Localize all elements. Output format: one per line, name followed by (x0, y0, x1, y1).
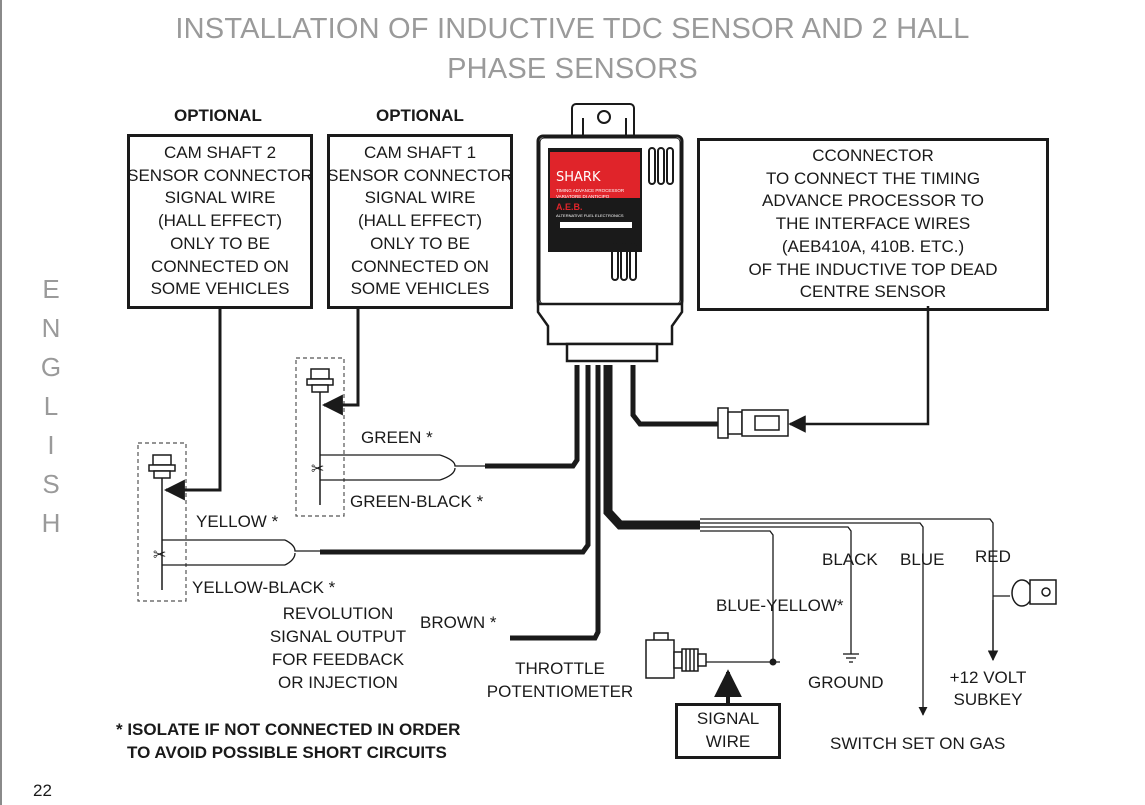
wire-label-black: BLACK (822, 550, 878, 569)
vertical-language-label: E N G L I S H (36, 270, 66, 543)
cut-scissors-icon: ✂ (311, 461, 324, 478)
wire-label-red: RED (975, 547, 1011, 566)
optional-label: OPTIONAL (376, 106, 464, 125)
box-line: CAM SHAFT 1 (363, 142, 477, 162)
box-line: CENTRE SENSOR (799, 282, 947, 302)
label-line: REVOLUTION (282, 604, 394, 623)
label-line: POTENTIOMETER (486, 682, 634, 701)
box-line: CCONNECTOR (812, 145, 934, 165)
box-line: (AEB410A, 410B. ETC.) (781, 236, 965, 256)
shark-timing-processor-device: SHARK TIMING ADVANCE PROCESSOR VARIATORE… (536, 103, 684, 363)
box-line: SOME VEHICLES (150, 279, 290, 299)
side-letter: L (43, 391, 59, 421)
page-title-line-1: INSTALLATION OF INDUCTIVE TDC SENSOR AND… (175, 13, 970, 45)
box-line: SENSOR CONNECTOR (327, 165, 513, 185)
box-line: ONLY TO BE (370, 233, 470, 253)
label-line: SUBKEY (953, 690, 1023, 709)
note-line-1: * ISOLATE IF NOT CONNECTED IN ORDER (116, 720, 461, 739)
device-logo: A.E.B. (556, 202, 583, 212)
label-line: +12 VOLT (949, 668, 1027, 687)
cam-shaft-2-box: CAM SHAFT 2 SENSOR CONNECTOR SIGNAL WIRE… (127, 134, 313, 309)
side-letter: E (42, 274, 60, 304)
side-letter: S (42, 469, 60, 499)
wire-label-brown: BROWN * (420, 613, 497, 632)
box-line: ONLY TO BE (170, 233, 270, 253)
box-line: CAM SHAFT 2 (163, 142, 277, 162)
wire-label-green-black: GREEN-BLACK * (350, 492, 484, 511)
subkey-label: +12 VOLT SUBKEY (940, 667, 1036, 711)
box-line: SIGNAL WIRE (164, 188, 276, 208)
side-letter: H (41, 508, 61, 538)
box-line: WIRE (705, 732, 751, 751)
wire-label-green: GREEN * (361, 428, 433, 447)
box-line: SIGNAL (696, 709, 760, 729)
device-subtitle: TIMING ADVANCE PROCESSOR (556, 188, 625, 193)
side-letter: G (40, 352, 62, 382)
box-line: TO CONNECT THE TIMING (765, 168, 981, 188)
label-line: SIGNAL OUTPUT (269, 627, 407, 646)
hall-sensor-2-icon (148, 454, 176, 479)
device-footer: ALTERNATIVE FUEL ELECTRONICS (556, 213, 624, 218)
optional-label: OPTIONAL (174, 106, 262, 125)
tdc-connector-icon (717, 407, 789, 439)
box-line: ADVANCE PROCESSOR TO (762, 191, 984, 211)
box-line: OF THE INDUCTIVE TOP DEAD (748, 259, 998, 279)
cam-shaft-1-box: CAM SHAFT 1 SENSOR CONNECTOR SIGNAL WIRE… (327, 134, 513, 309)
cam-sensor-2-frame (137, 442, 187, 602)
label-line: FOR FEEDBACK (271, 650, 405, 669)
box-line: (HALL EFFECT) (357, 211, 483, 231)
throttle-potentiometer-label: THROTTLE POTENTIOMETER (486, 657, 634, 703)
box-line: CONNECTED ON (151, 256, 289, 276)
box-line: SIGNAL WIRE (364, 188, 476, 208)
ground-label: GROUND (808, 673, 884, 692)
device-brand-label: SHARK (556, 170, 601, 185)
wire-label-blue: BLUE (900, 550, 945, 569)
cut-scissors-icon: ✂ (153, 547, 166, 564)
page-left-rule (0, 0, 2, 805)
note-line-2: TO AVOID POSSIBLE SHORT CIRCUITS (127, 743, 447, 762)
wire-label-blue-yellow: BLUE-YELLOW* (716, 596, 844, 615)
page-title-line-2: PHASE SENSORS (447, 53, 698, 85)
subkey-connector-icon (1011, 579, 1057, 607)
signal-wire-box: SIGNAL WIRE (675, 703, 781, 759)
box-line: SENSOR CONNECTOR (127, 165, 313, 185)
cam-sensor-1-frame (295, 357, 345, 517)
box-line: THE INTERFACE WIRES (775, 214, 971, 234)
throttle-sensor-icon (645, 632, 707, 679)
wire-label-yellow: YELLOW * (196, 512, 279, 531)
label-line: OR INJECTION (278, 673, 398, 692)
device-subtitle: VARIATORE DI ANTICIPO (556, 194, 610, 199)
switch-gas-label: SWITCH SET ON GAS (830, 734, 1006, 753)
box-line: (HALL EFFECT) (157, 211, 283, 231)
side-letter: I (47, 430, 55, 460)
wire-label-yellow-black: YELLOW-BLACK * (192, 578, 336, 597)
revolution-signal-label: REVOLUTION SIGNAL OUTPUT FOR FEEDBACK OR… (262, 602, 414, 694)
box-line: CONNECTED ON (351, 256, 489, 276)
page-number: 22 (33, 781, 52, 800)
side-letter: N (41, 313, 61, 343)
tdc-connector-box: CCONNECTOR TO CONNECT THE TIMING ADVANCE… (697, 138, 1049, 311)
hall-sensor-1-icon (306, 368, 334, 393)
label-line: THROTTLE (515, 659, 605, 678)
box-line: SOME VEHICLES (350, 279, 490, 299)
